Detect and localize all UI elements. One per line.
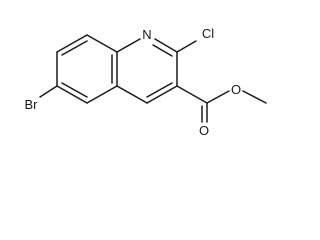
bond-c5-c6 bbox=[56, 85, 88, 104]
atom-label-o-carbonyl: O bbox=[199, 123, 209, 138]
bond-o-methyl bbox=[242, 90, 267, 104]
bond-c7-c8 bbox=[56, 34, 88, 53]
bond-c4-c4a bbox=[116, 85, 148, 104]
bond-c3-c4-inner bbox=[146, 82, 173, 98]
structure-diagram: N Cl Br O O bbox=[25, 26, 267, 138]
atom-label-n: N bbox=[142, 27, 151, 42]
structure-canvas: N Cl Br O O bbox=[24, 26, 267, 138]
bond-c3-ester-c bbox=[176, 85, 208, 104]
atom-label-o-ester: O bbox=[231, 82, 241, 97]
bond-c7-c8-inner bbox=[61, 40, 88, 56]
atom-label-br: Br bbox=[25, 97, 39, 112]
bond-c8a-n1 bbox=[116, 38, 141, 53]
bond-c5-c6-inner bbox=[61, 82, 88, 98]
bond-c4a-c5 bbox=[86, 85, 118, 104]
bond-n1-c2 bbox=[154, 38, 178, 53]
bond-ester-c-o bbox=[206, 90, 230, 104]
bond-c3-c4 bbox=[146, 85, 178, 104]
bond-c2-cl bbox=[176, 40, 197, 53]
bond-n1-c2-inner bbox=[152, 44, 173, 57]
bond-c8-c8a bbox=[86, 34, 118, 53]
atom-label-cl: Cl bbox=[202, 26, 214, 41]
bond-c6-br bbox=[39, 85, 58, 98]
